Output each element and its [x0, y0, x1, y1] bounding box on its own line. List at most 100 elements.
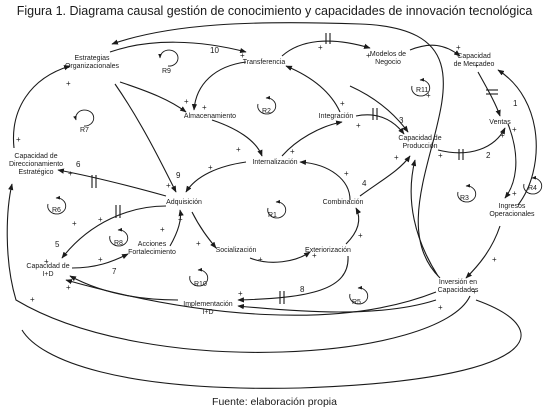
loop-r3: R3	[457, 183, 477, 203]
number-9: 9	[176, 171, 181, 180]
svg-text:+: +	[356, 121, 361, 130]
edge-adquisicion-capacidad-id	[61, 205, 167, 259]
loop-r11: R11	[411, 77, 431, 97]
loop-r2: R2	[257, 95, 277, 115]
svg-text:+: +	[318, 43, 323, 52]
svg-text:+: +	[426, 91, 431, 100]
edge-estrategias-almacenamiento	[119, 81, 187, 113]
svg-text:+: +	[184, 97, 189, 106]
figure-source: Fuente: elaboración propia	[212, 396, 337, 408]
svg-text:+: +	[472, 287, 477, 296]
delay-mark-produccion-ventas	[458, 149, 464, 160]
edge-modelos-mercadeo	[409, 44, 461, 57]
svg-text:R10: R10	[194, 281, 207, 288]
svg-text:+: +	[340, 99, 345, 108]
number-4: 4	[362, 179, 367, 188]
node-adquisicion: Adquisición	[166, 199, 202, 206]
loop-r4: R4	[523, 175, 543, 195]
number-1: 1	[513, 99, 518, 108]
edges	[6, 22, 537, 389]
svg-text:+: +	[238, 289, 243, 298]
edge-internalizacion-integracion	[281, 120, 343, 157]
delay-mark-adquisicion-direccionamiento	[91, 175, 97, 188]
svg-text:+: +	[512, 125, 517, 134]
edge-direccionamiento-estrategias	[12, 65, 71, 149]
svg-text:+: +	[500, 131, 505, 140]
svg-text:+: +	[166, 181, 171, 190]
edge-almacenamiento-internalizacion	[211, 119, 263, 157]
node-transferencia: Transferencia	[243, 59, 286, 66]
svg-text:R9: R9	[162, 68, 171, 75]
node-internalizacion: Internalización	[252, 159, 297, 166]
svg-text:R3: R3	[460, 195, 469, 202]
number-10: 10	[210, 46, 219, 55]
edge-integracion-transferencia	[285, 65, 341, 113]
number-5: 5	[55, 240, 60, 249]
edge-inversion-capacidad-id	[65, 279, 437, 316]
svg-text:+: +	[98, 215, 103, 224]
svg-text:R2: R2	[262, 108, 271, 115]
svg-text:+: +	[366, 51, 371, 60]
edge-inversion-implementacion	[237, 299, 437, 313]
loop-r8: R8	[109, 227, 129, 247]
edge-internalizacion-adquisicion	[185, 161, 247, 193]
number-6: 6	[76, 160, 81, 169]
edge-adquisicion-direccionamiento	[57, 168, 167, 197]
svg-text:R4: R4	[528, 185, 537, 192]
edge-produccion-ventas	[437, 127, 506, 154]
number-8: 8	[300, 285, 305, 294]
loop-r7: R7	[73, 109, 95, 134]
svg-text:+: +	[196, 239, 201, 248]
svg-text:+: +	[236, 145, 241, 154]
edge-transferencia-produccion	[349, 85, 409, 133]
edge-acciones-adquisicion	[169, 209, 184, 247]
svg-text:+: +	[66, 283, 71, 292]
svg-text:R8: R8	[114, 240, 123, 247]
loop-r5: R5	[349, 285, 369, 306]
delay-numbers: 10 3 1 2 6 9 4 5 7 8	[55, 46, 518, 294]
loop-r6: R6	[47, 195, 67, 215]
svg-text:+: +	[160, 225, 165, 234]
edge-inversion-direccionamiento	[6, 183, 471, 353]
edge-integracion-produccion	[355, 114, 405, 135]
node-combinacion: Combinación	[323, 199, 364, 206]
svg-text:+: +	[30, 295, 35, 304]
svg-text:+: +	[208, 163, 213, 172]
edge-inversion-outer	[21, 299, 522, 389]
delay-mark-adquisicion-capacidad-id	[115, 205, 121, 218]
edge-transferencia-modelos	[281, 40, 371, 57]
edge-adquisicion-socializacion	[191, 211, 217, 249]
number-3: 3	[399, 116, 404, 125]
loop-r1: R1	[267, 199, 287, 219]
svg-text:+: +	[492, 255, 497, 264]
edge-combinacion-internalizacion	[299, 159, 351, 201]
number-7: 7	[112, 267, 117, 276]
edge-mercadeo-ventas	[477, 71, 501, 117]
edge-exteriorizacion-implementacion	[237, 255, 349, 303]
svg-text:+: +	[312, 251, 317, 260]
node-ventas: Ventas	[489, 119, 511, 126]
delay-marks	[91, 33, 498, 304]
svg-text:+: +	[438, 303, 443, 312]
svg-text:+: +	[456, 43, 461, 52]
svg-text:+: +	[344, 169, 349, 178]
edge-estrategias-adquisicion	[114, 83, 177, 193]
svg-text:+: +	[44, 257, 49, 266]
svg-text:+: +	[68, 169, 73, 178]
edge-inversion-estrategias	[111, 22, 444, 279]
node-integracion: Integración	[319, 113, 354, 120]
svg-text:+: +	[178, 215, 183, 224]
svg-text:+: +	[474, 61, 479, 70]
edge-ventas-ingresos	[504, 123, 517, 199]
edge-capacidad-id-acciones	[71, 253, 129, 269]
edge-transferencia-almacenamiento	[191, 61, 247, 111]
